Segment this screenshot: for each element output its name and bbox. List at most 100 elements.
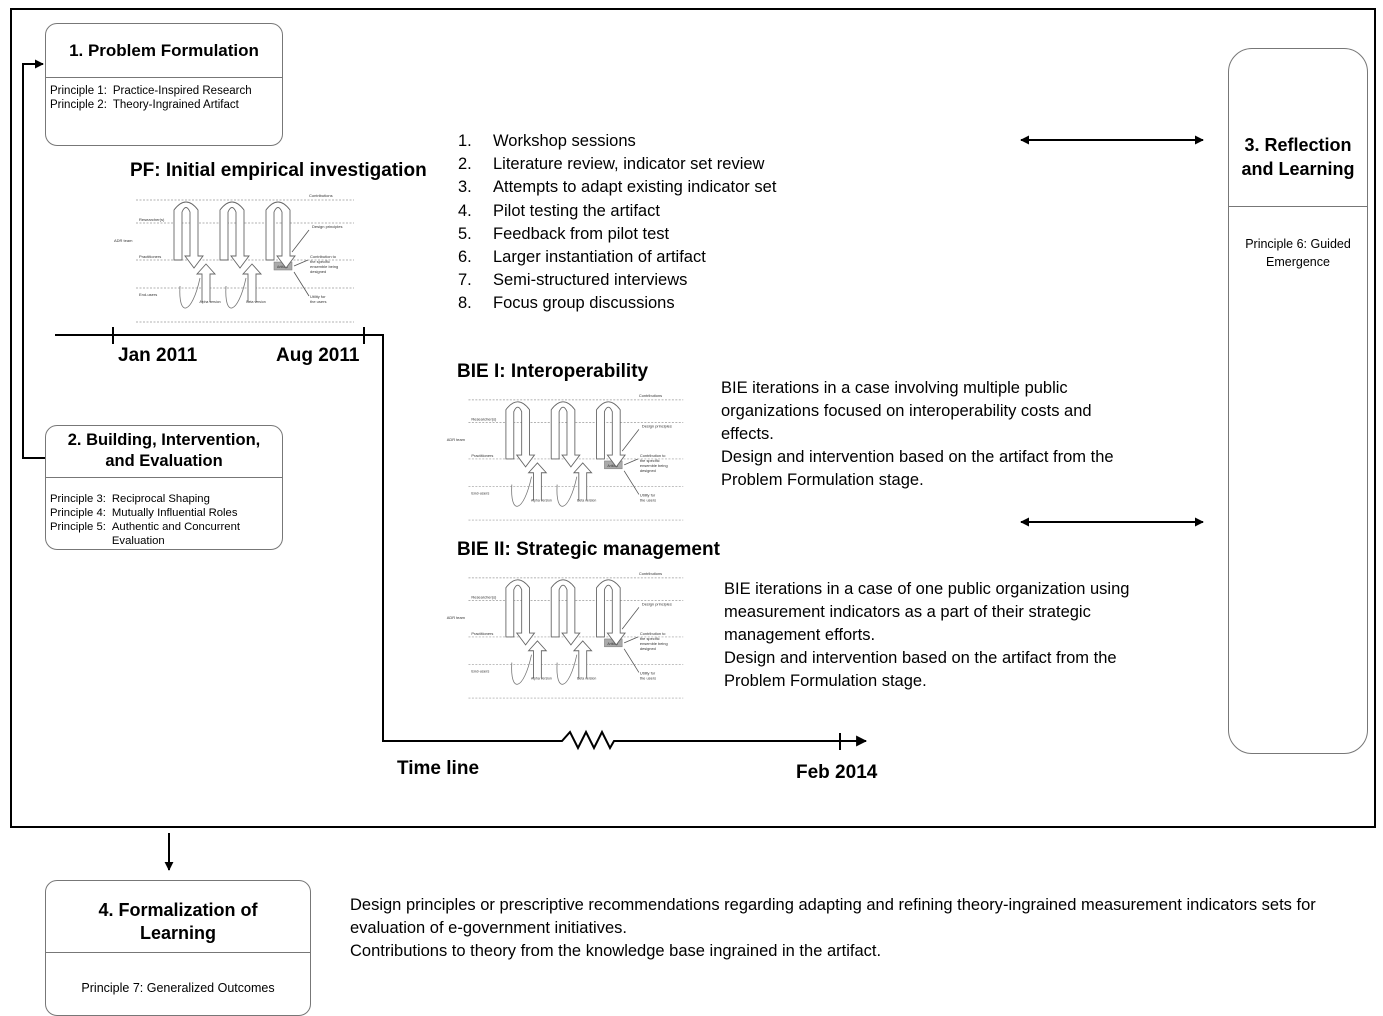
utility-label: Utility for	[310, 294, 326, 299]
bottom-loop	[556, 654, 578, 685]
end-users-label: End-users	[471, 668, 489, 673]
cycle-arrow-shape	[173, 201, 204, 269]
reflection-learning-box: 3. Reflection and Learning Principle 6: …	[1228, 48, 1368, 754]
contribution-ensemble-label: designed	[310, 269, 326, 274]
artifact-label: Artifact	[277, 265, 288, 269]
contribution-ensemble-label: Contribution to	[640, 631, 666, 636]
reflection-principle: Principle 6: Guided Emergence	[1245, 237, 1351, 269]
design-principles-label: Design principles	[642, 423, 672, 428]
contribution-ensemble-label: ensemble being	[640, 463, 668, 468]
bie2-heading: BIE II: Strategic management	[457, 539, 720, 560]
contribution-connector	[621, 429, 640, 452]
principle-row: Principle 3:Reciprocal Shaping	[50, 493, 210, 505]
pf-heading: PF: Initial empirical investigation	[130, 160, 427, 181]
building-intervention-principles: Principle 3:Reciprocal Shaping Principle…	[46, 478, 282, 548]
bottom-loop	[511, 654, 532, 685]
practitioners-label: Practitioners	[139, 254, 161, 259]
formalization-learning-title: 4. Formalization of Learning	[46, 881, 310, 953]
utility-label: Utility for	[640, 492, 656, 497]
contribution-ensemble-label: designed	[640, 646, 656, 651]
alpha-version-label: Alpha version	[531, 676, 552, 680]
contribution-ensemble-label: Contribution to	[640, 453, 666, 458]
building-intervention-title: 2. Building, Intervention, and Evaluatio…	[46, 426, 282, 478]
timeline-start-label: Jan 2011	[118, 345, 198, 366]
timeline-line	[55, 334, 868, 751]
activities-list: 1.Workshop sessions 2.Literature review,…	[458, 130, 908, 316]
problem-formulation-box: 1. Problem Formulation Principle 1:Pract…	[45, 23, 283, 146]
artifact-label: Artifact	[607, 642, 618, 646]
contribution-ensemble-label: Contribution to	[310, 254, 337, 259]
formalization-principle: Principle 7: Generalized Outcomes	[81, 981, 275, 995]
adr-team-label: ADR team	[447, 615, 466, 620]
bie2-description: BIE iterations in a case of one public o…	[724, 580, 1130, 644]
principle-row: Principle 4:Mutually Influential Roles	[50, 507, 238, 519]
utility-label: the users	[640, 497, 656, 502]
contribution-connector	[623, 458, 639, 466]
contributions-label: Contributions	[309, 193, 333, 198]
principle-row: Principle 5:Authentic and Concurrent Eva…	[50, 521, 241, 547]
outcomes-text: Design principles or prescriptive recomm…	[350, 894, 1375, 963]
beta-version-label: Beta version	[246, 300, 266, 304]
practitioners-label: Practitioners	[471, 631, 493, 636]
researchers-label: Researcher(s)	[471, 595, 497, 600]
cycle-arrow-shape	[596, 401, 626, 468]
list-item: 6.Larger instantiation of artifact	[458, 248, 706, 267]
cycle-arrow-shape	[550, 401, 581, 468]
bie2-design: Design and intervention based on the art…	[724, 649, 1117, 690]
bie1-text: BIE iterations in a case involving multi…	[721, 377, 1131, 492]
design-principles-label: Design principles	[642, 601, 672, 606]
cycle-arrow-shape	[265, 201, 296, 269]
beta-version-label: Beta version	[577, 676, 596, 680]
alpha-version-label: Alpha version	[199, 300, 220, 304]
cycle-arrow-shape	[505, 579, 536, 646]
alpha-version-label: Alpha version	[531, 498, 552, 502]
cycle-arrow-shape	[219, 201, 250, 269]
design-principles-label: Design principles	[312, 224, 342, 229]
up-arrow-shape	[572, 640, 593, 679]
outcomes-line-1: Design principles or prescriptive recomm…	[350, 896, 1316, 937]
researchers-label: Researcher(s)	[139, 217, 165, 222]
outer-frame	[10, 8, 1376, 828]
bottom-loop	[511, 476, 532, 507]
list-item: 5.Feedback from pilot test	[458, 224, 670, 243]
artifact-label: Artifact	[607, 464, 618, 468]
cycle-arrow-shape	[550, 579, 581, 646]
up-arrow-shape	[572, 462, 593, 501]
bottom-loop	[556, 476, 578, 507]
utility-label: Utility for	[640, 670, 656, 675]
end-users-label: End-users	[471, 490, 489, 495]
contribution-connector	[293, 271, 310, 297]
timeline-label: Time line	[397, 758, 480, 779]
contributions-label: Contributions	[639, 571, 662, 576]
contribution-connector	[293, 259, 309, 267]
end-users-label: End-users	[139, 292, 157, 297]
researchers-label: Researcher(s)	[471, 417, 497, 422]
list-item: 2.Literature review, indicator set revie…	[458, 155, 765, 174]
beta-version-label: Beta version	[577, 498, 596, 502]
list-item: 3.Attempts to adapt existing indicator s…	[458, 178, 777, 197]
contribution-connector	[621, 607, 640, 630]
bie1-design: Design and intervention based on the art…	[721, 448, 1114, 489]
contribution-ensemble-label: designed	[640, 468, 656, 473]
bie1-heading: BIE I: Interoperability	[457, 361, 649, 382]
contribution-ensemble-label: the specific	[310, 259, 330, 264]
up-arrow-shape	[195, 263, 217, 302]
formalization-learning-box: 4. Formalization of Learning Principle 7…	[45, 880, 311, 1016]
reflection-learning-title: 3. Reflection and Learning	[1229, 49, 1367, 207]
principle-row: Principle 1:Practice-Inspired Research	[50, 85, 252, 97]
contribution-connector	[623, 636, 639, 644]
list-item: 7.Semi-structured interviews	[458, 271, 688, 290]
adr-team-label: ADR team	[447, 437, 466, 442]
cycle-arrow-shape	[596, 579, 626, 646]
timeline-end-label: Feb 2014	[796, 762, 878, 783]
bie2-text: BIE iterations in a case of one public o…	[724, 578, 1134, 693]
list-item: 8.Focus group discussions	[458, 294, 675, 313]
bie1-description: BIE iterations in a case involving multi…	[721, 379, 1092, 443]
contribution-ensemble-label: the specific	[640, 458, 660, 463]
